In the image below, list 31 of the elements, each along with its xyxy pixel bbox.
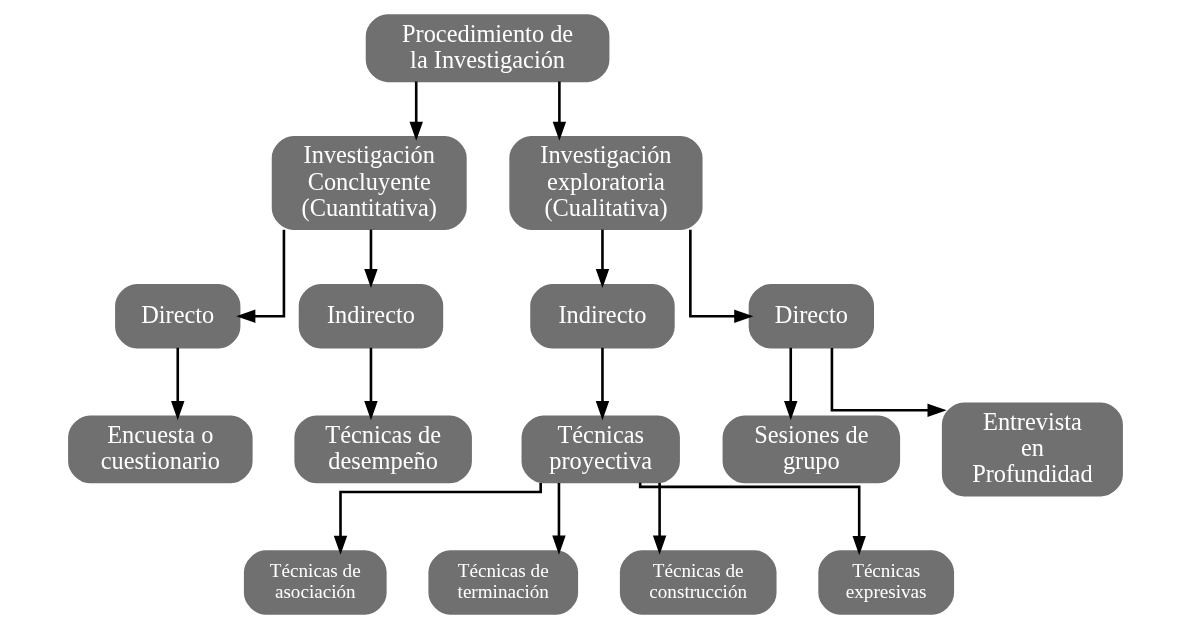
node-box: Investigación exploratoria (Cualitativa): [509, 136, 703, 231]
node-box: Investigación Concluyente (Cuantitativa): [271, 136, 467, 231]
node-box: Técnicas de terminación: [428, 550, 579, 615]
node-box: Directo: [748, 284, 874, 349]
node-box: Entrevista en Profundidad: [941, 402, 1123, 497]
node-box: Encuesta o cuestionario: [68, 415, 253, 484]
node-box: Técnicas de construcción: [619, 550, 777, 615]
node-box: Técnicas de asociación: [243, 550, 387, 615]
arrow: [652, 483, 667, 555]
arrow: [409, 81, 423, 141]
arrow: [638, 482, 866, 556]
node-box: Directo: [115, 284, 241, 349]
node-box: Procedimiento de la Investigación: [365, 14, 610, 83]
node-box: Técnicas expresivas: [818, 550, 955, 615]
arrow: [595, 229, 610, 289]
arrow: [171, 347, 185, 421]
arrow: [236, 229, 286, 323]
arrow: [784, 347, 798, 421]
arrow: [595, 347, 610, 421]
arrow: [552, 81, 567, 141]
arrow: [552, 483, 566, 555]
node-box: Indirecto: [530, 284, 675, 349]
node-box: Indirecto: [298, 284, 444, 349]
node-box: Técnicas proyectiva: [521, 415, 680, 484]
node-box: Sesiones de grupo: [722, 415, 901, 484]
arrow: [689, 229, 754, 323]
arrow: [364, 347, 378, 421]
arrow: [830, 348, 947, 417]
node-box: Técnicas de desempeño: [294, 415, 472, 484]
arrow: [364, 229, 378, 289]
arrow: [333, 483, 542, 555]
